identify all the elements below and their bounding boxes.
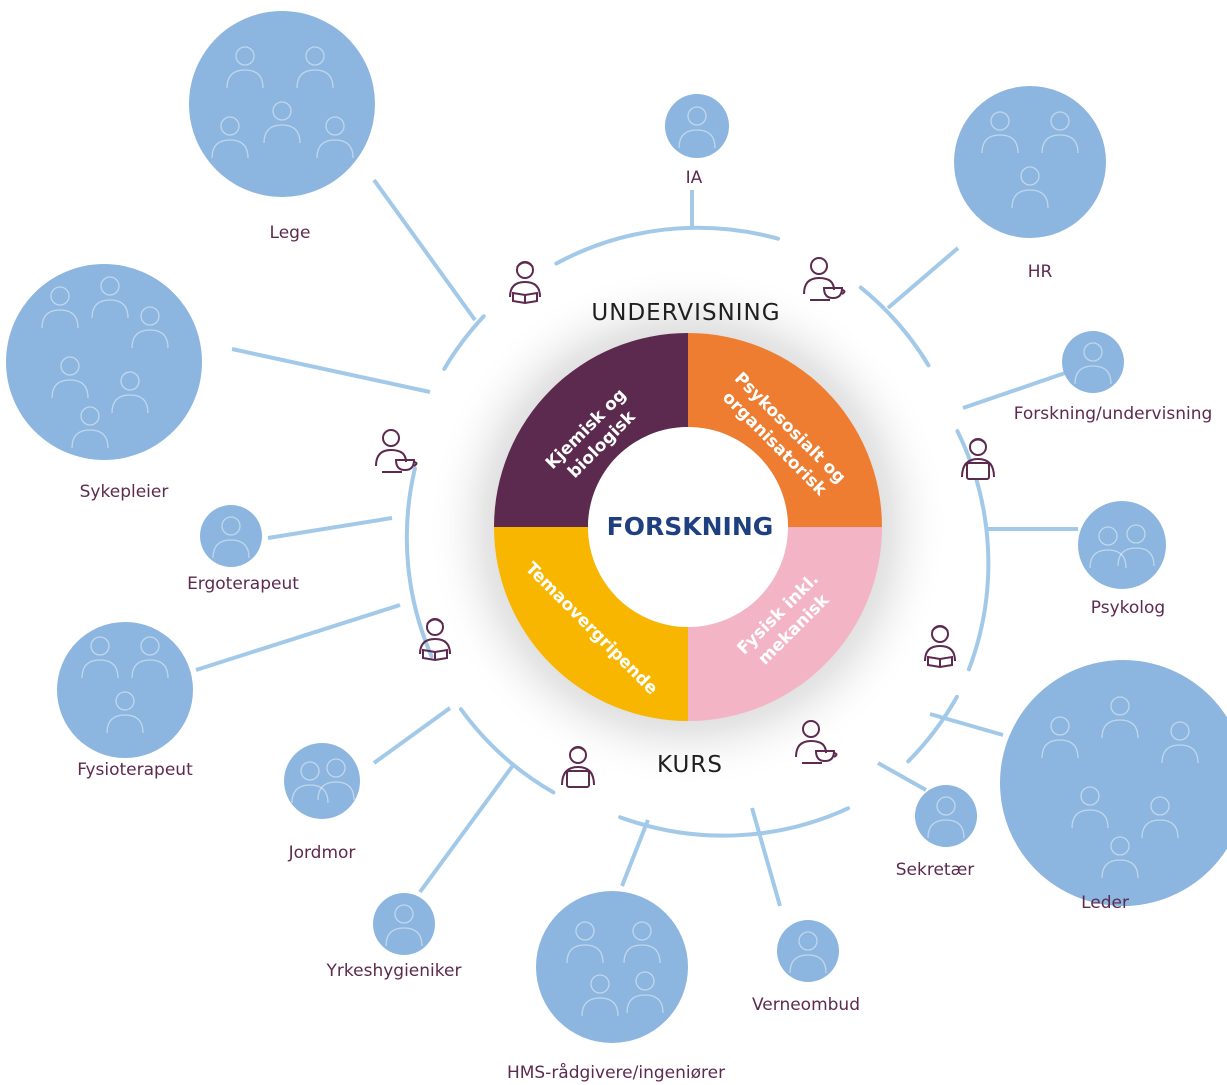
bubble-leder — [1000, 660, 1227, 906]
bubble-ergoterapeut — [200, 505, 262, 567]
connector-ergoterapeut — [267, 516, 393, 540]
connector-lines — [195, 178, 1078, 907]
bubble-sykepleier — [6, 264, 202, 460]
donut-chart — [494, 333, 882, 721]
bubble-hr — [954, 86, 1106, 238]
center-label: FORSKNING — [607, 512, 774, 541]
outer-ring — [404, 225, 991, 838]
role-label-hms: HMS-rådgivere/ingeniører — [507, 1062, 725, 1083]
ring-label-top: UNDERVISNING — [591, 300, 780, 326]
connector-forskning — [962, 370, 1069, 410]
segment-psykososialt — [688, 333, 882, 527]
role-label-sykepleier: Sykepleier — [80, 482, 169, 502]
bubble-psykolog — [1078, 501, 1166, 589]
person-book-icon — [509, 261, 541, 304]
bubble-verneombud — [777, 920, 839, 982]
role-label-forskning: Forskning/undervisning — [1014, 404, 1213, 424]
segment-kjemisk — [494, 333, 688, 527]
connector-sykepleier — [231, 347, 431, 394]
connector-sekretaer — [877, 761, 927, 792]
role-label-lege: Lege — [270, 223, 311, 243]
role-label-ia: IA — [686, 168, 703, 188]
role-labels: Lege IA HR Sykepleier Forskning/undervis… — [77, 168, 1212, 1083]
bubble-sekretaer — [915, 785, 977, 847]
connector-verneombud — [750, 807, 782, 907]
bubble-lege — [189, 11, 375, 197]
connector-fysioterapeut — [195, 603, 401, 672]
role-bubbles — [6, 11, 1227, 1043]
segment-fysisk — [688, 527, 882, 721]
bubble-yrkeshygieniker — [373, 893, 435, 955]
person-coffee-icon — [803, 257, 846, 301]
connector-yrkeshygieniker — [418, 762, 516, 894]
role-label-hr: HR — [1028, 262, 1053, 282]
role-label-leder: Leder — [1081, 893, 1129, 913]
role-label-psykolog: Psykolog — [1091, 598, 1165, 618]
role-label-yrkeshygieniker: Yrkeshygieniker — [326, 961, 462, 981]
role-label-ergoterapeut: Ergoterapeut — [187, 574, 299, 594]
bubble-hms — [536, 891, 688, 1043]
connector-lege — [372, 178, 477, 322]
bubble-ia — [665, 94, 729, 158]
bubble-jordmor — [284, 743, 360, 819]
bubble-forskning — [1062, 331, 1124, 393]
connector-jordmor — [372, 706, 452, 765]
person-coffee-icon — [375, 429, 418, 473]
role-label-verneombud: Verneombud — [752, 995, 860, 1015]
role-label-fysioterapeut: Fysioterapeut — [77, 760, 193, 780]
person-book-icon — [924, 625, 956, 668]
role-label-jordmor: Jordmor — [288, 843, 356, 863]
connector-hr — [886, 246, 960, 310]
bubble-fysioterapeut — [57, 622, 193, 758]
donut-center — [588, 427, 788, 627]
segment-temaovergripende — [494, 527, 688, 721]
connector-hms — [620, 819, 650, 887]
person-laptop-icon — [961, 438, 995, 480]
role-label-sekretaer: Sekretær — [896, 860, 975, 880]
ring-label-bottom: KURS — [657, 752, 723, 778]
